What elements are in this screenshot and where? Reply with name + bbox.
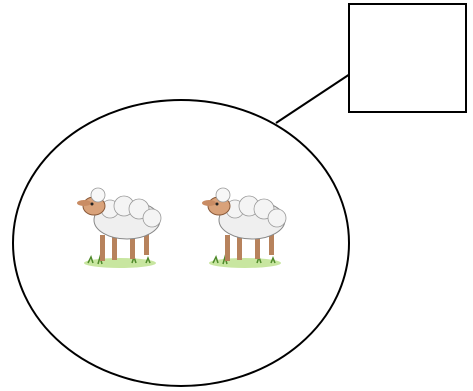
answer-box[interactable] — [348, 3, 467, 113]
group-oval — [13, 100, 349, 386]
connector-line — [276, 74, 350, 123]
